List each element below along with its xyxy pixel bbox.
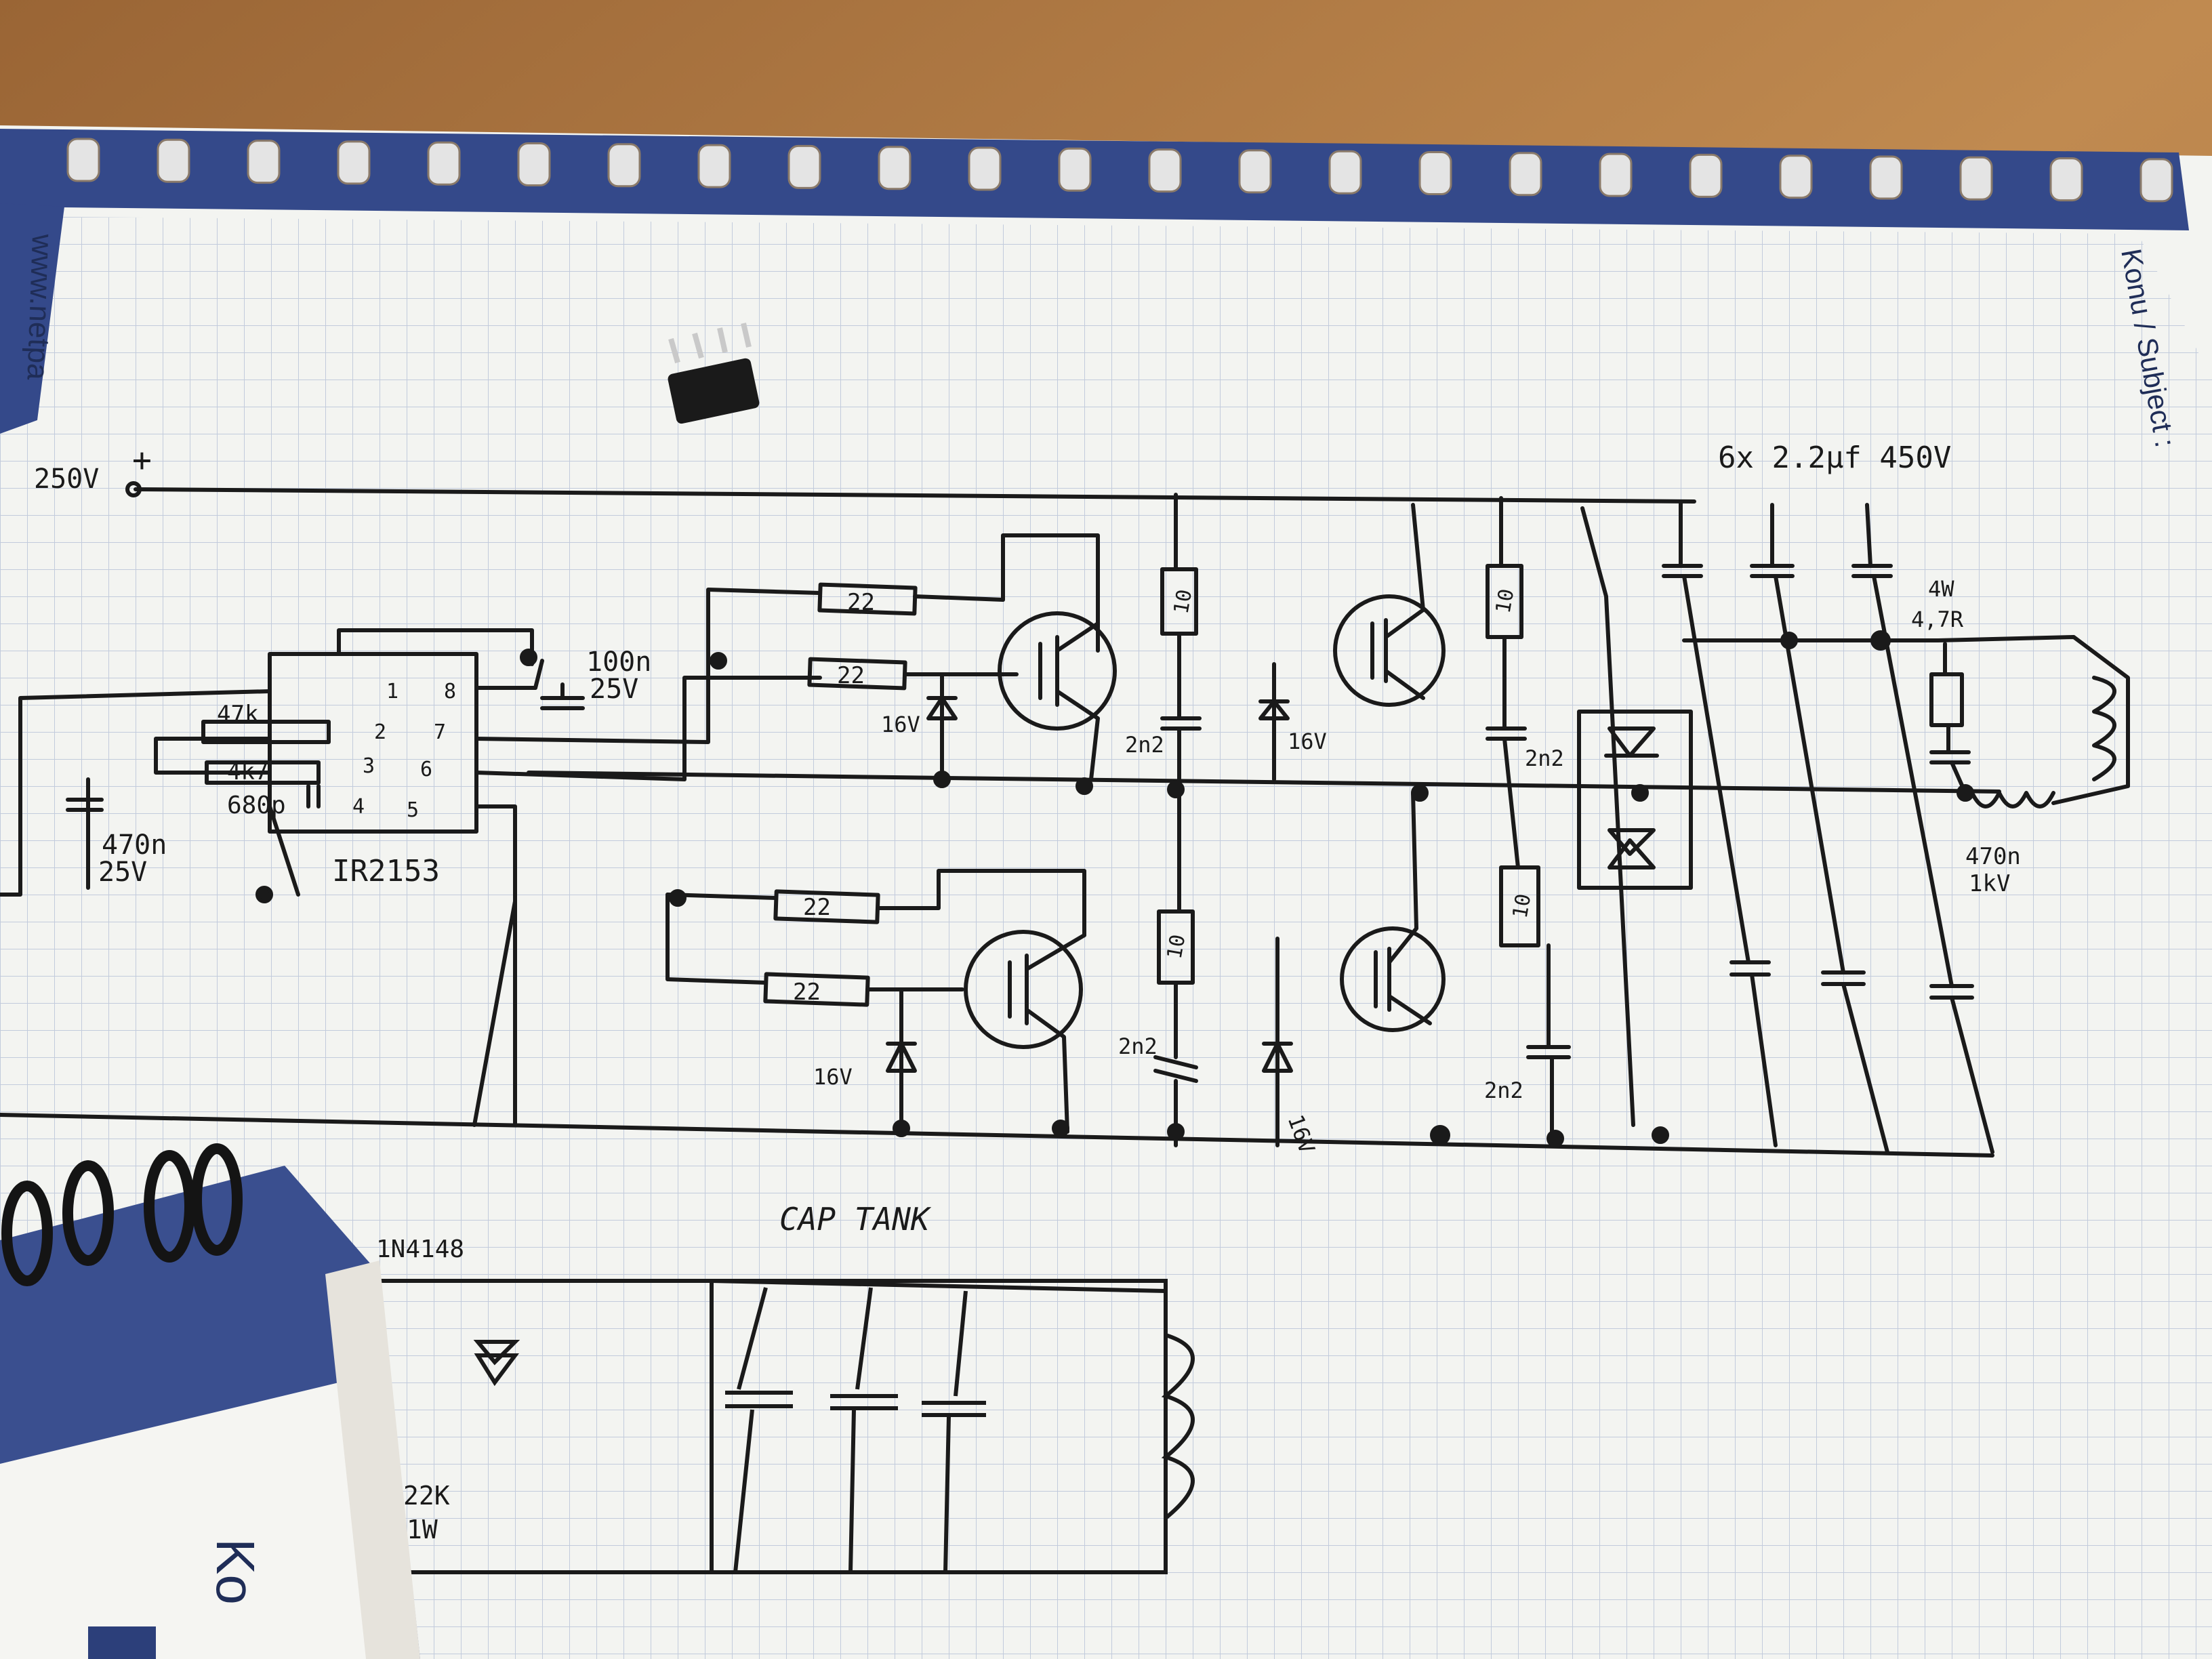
- diode-label: 1N4148: [376, 1235, 464, 1263]
- small-notebook: Ko: [0, 1143, 420, 1659]
- spiral-ring: [1869, 155, 1903, 200]
- small-notebook-label: Ko: [205, 1538, 266, 1605]
- ic-pin-2: 2: [374, 720, 386, 744]
- igbt-high-side-1: [998, 611, 1117, 731]
- timing-resistor-2-label: 4k7: [227, 758, 268, 785]
- cap-bank-note: 6x 2.2μf 450V: [1718, 441, 1951, 475]
- ic-part-label: IR2153: [332, 854, 440, 888]
- snubber-cap-4-label: 2n2: [1484, 1078, 1523, 1103]
- gate-resistor-2-label: 22: [837, 662, 865, 689]
- timing-resistor-label: 47k: [217, 701, 258, 728]
- gate-resistor-4-label: 22: [793, 979, 821, 1006]
- supply-cap-voltage: 25V: [98, 857, 147, 888]
- supply-polarity-label: +: [132, 441, 152, 479]
- cap-tank-title: CAP TANK: [779, 1201, 932, 1237]
- work-coil: [1970, 676, 2116, 808]
- spiral-ring: [1418, 151, 1452, 195]
- spiral-ring: [2139, 158, 2173, 203]
- circuit-schematic: [0, 481, 2130, 1158]
- snubber-resistor-2-label: 10: [1163, 933, 1191, 961]
- snubber-cap-3-label: 2n2: [1525, 745, 1564, 771]
- snubber-resistor-1-label: 10: [1170, 588, 1197, 616]
- spiral-ring: [607, 143, 641, 188]
- spiral-ring: [1328, 150, 1362, 194]
- positive-rail: [134, 487, 1696, 504]
- snubber-cap-1-label: 2n2: [1125, 732, 1164, 758]
- center-rail: [527, 771, 2001, 794]
- supply-cap-value: 470n: [102, 830, 167, 861]
- spiral-ring: [1779, 155, 1813, 199]
- spiral-ring: [1238, 149, 1272, 194]
- spiral-ring: [1959, 156, 1993, 201]
- ic-pin-8: 8: [444, 680, 456, 703]
- ic-chip-object: [668, 323, 760, 424]
- spiral-ring: [1509, 152, 1542, 197]
- ic-pin-5: 5: [407, 798, 419, 822]
- tank-coil: [1161, 1333, 1195, 1520]
- ground-rail: [0, 1113, 1994, 1158]
- ic-pin-7: 7: [434, 720, 446, 744]
- zener-3-label: 16V: [813, 1064, 853, 1090]
- tank-resistor-power: 1W: [407, 1515, 438, 1544]
- header-url: www.netpa: [20, 233, 59, 381]
- bypass-cap-voltage: 25V: [590, 674, 638, 705]
- ic-pin-4: 4: [352, 795, 365, 819]
- gate-resistor-1-label: 22: [847, 589, 875, 616]
- spiral-ring: [968, 146, 1002, 191]
- paper-grid: [0, 217, 2212, 1659]
- spiral-ring: [1058, 147, 1092, 192]
- supply-voltage-label: 250V: [34, 464, 99, 495]
- output-cap-value: 470n: [1965, 843, 2021, 870]
- spiral-ring: [1689, 153, 1723, 198]
- output-resistor-power: 4W: [1928, 576, 1954, 602]
- spiral-ring: [247, 140, 281, 184]
- spiral-ring: [697, 144, 731, 188]
- diode-pair-box: [1577, 710, 1693, 890]
- spiral-ring: [427, 141, 461, 186]
- spiral-ring: [1599, 152, 1633, 197]
- spiral-ring: [1148, 148, 1182, 193]
- igbt-low-side-1: [964, 930, 1083, 1049]
- ic-pin-6: 6: [420, 758, 432, 781]
- bypass-cap-value: 100n: [586, 647, 651, 678]
- spiral-ring: [157, 138, 190, 183]
- snubber-resistor-4: [1499, 865, 1540, 947]
- spiral-ring: [2049, 157, 2083, 202]
- output-cap-voltage: 1kV: [1969, 870, 2010, 897]
- output-resistor-value: 4,7R: [1911, 607, 1964, 632]
- zener-2-label: 16V: [1288, 729, 1327, 754]
- spiral-ring: [878, 146, 912, 190]
- spiral-ring: [517, 142, 551, 186]
- zener-1-label: 16V: [881, 712, 920, 737]
- igbt-high-side-2: [1333, 594, 1446, 707]
- igbt-low-side-2: [1340, 926, 1446, 1032]
- ic-pin-3: 3: [363, 754, 375, 778]
- spiral-ring: [337, 140, 371, 185]
- spiral-ring: [787, 144, 821, 189]
- snubber-cap-2-label: 2n2: [1118, 1033, 1158, 1059]
- gate-resistor-1: [817, 582, 918, 616]
- spiral-ring: [66, 138, 100, 182]
- spiral-binding: [66, 138, 2173, 203]
- tank-resistor-value: 22K: [403, 1481, 450, 1511]
- snubber-resistor-3-label: 10: [1492, 587, 1519, 615]
- cap-tank-schematic: [377, 1279, 1195, 1574]
- snubber-resistor-4-label: 10: [1509, 892, 1536, 920]
- gate-resistor-3-label: 22: [803, 894, 831, 921]
- timing-cap-label: 680p: [227, 792, 286, 819]
- notebook-cover-left: [0, 203, 64, 434]
- ic-pin-1: 1: [386, 680, 398, 703]
